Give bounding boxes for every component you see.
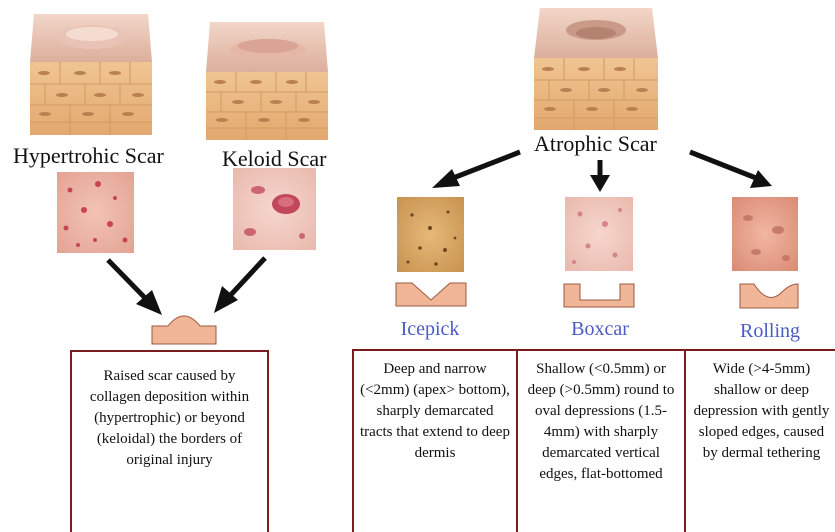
icepick-photo	[397, 197, 464, 272]
rolling-photo	[732, 197, 798, 271]
atrophic-skin-block	[534, 8, 658, 130]
raised-scar-profile	[152, 316, 216, 344]
hypertrophic-photo	[57, 172, 134, 253]
boxcar-description: Shallow (<0.5mm) or deep (>0.5mm) round …	[516, 349, 686, 532]
keloid-skin-block	[206, 22, 328, 140]
keloid-scar-label: Keloid Scar	[222, 146, 326, 172]
boxcar-profile	[564, 284, 634, 307]
hypertrophic-skin-block	[30, 14, 152, 135]
boxcar-photo	[565, 197, 633, 271]
keloid-photo	[233, 168, 316, 250]
icepick-label: Icepick	[366, 318, 494, 341]
atrophic-scar-label: Atrophic Scar	[534, 131, 657, 157]
rolling-profile	[740, 284, 798, 308]
rolling-label: Rolling	[706, 320, 834, 343]
raised-scar-description: Raised scar caused by collagen depositio…	[70, 350, 269, 532]
icepick-description: Deep and narrow (<2mm) (apex> bottom), s…	[352, 349, 518, 532]
icepick-profile	[396, 283, 466, 306]
rolling-description: Wide (>4-5mm) shallow or deep depression…	[684, 349, 835, 532]
boxcar-label: Boxcar	[536, 318, 664, 341]
hypertrophic-scar-label: Hypertrohic Scar	[13, 143, 164, 169]
